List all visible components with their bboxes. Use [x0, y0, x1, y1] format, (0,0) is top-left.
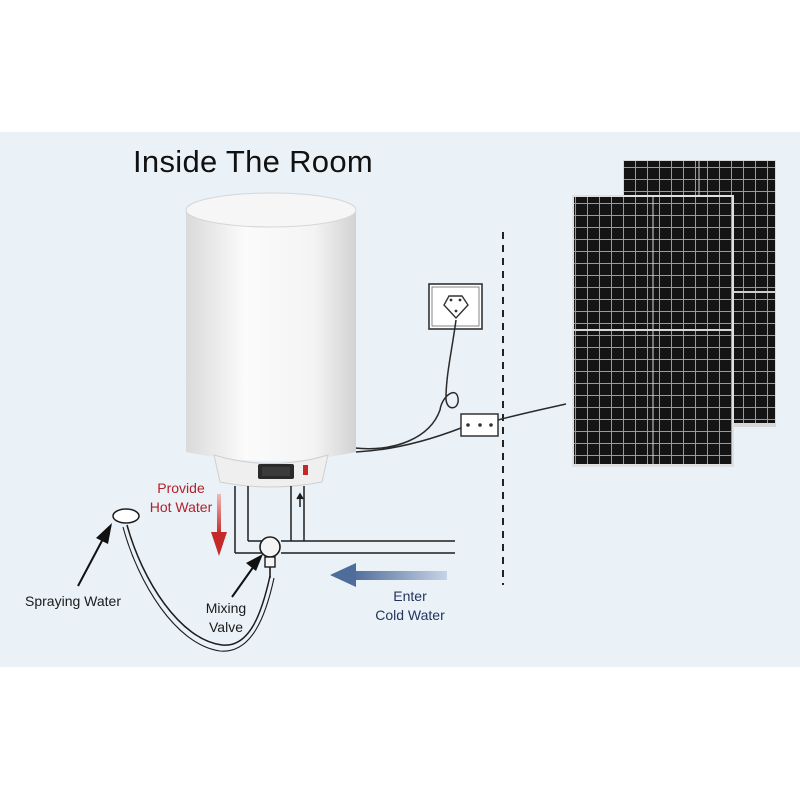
enter-cold-water-label: Enter Cold Water: [375, 588, 445, 623]
pipes: [234, 486, 455, 554]
shower-hose: [126, 524, 271, 646]
spraying-water-pointer-arrow: [77, 523, 112, 587]
solar-panels: [572, 160, 776, 467]
indicator-light: [303, 465, 308, 475]
mixing-valve-pointer-arrow: [231, 554, 263, 598]
cold-water-arrow: [330, 563, 447, 587]
water-heater-tank: [185, 192, 357, 488]
solar-panel-front: [572, 195, 734, 467]
provide-hot-water-label: Provide Hot Water: [149, 480, 213, 515]
shower-head: [112, 508, 140, 524]
hot-water-arrow: [211, 494, 227, 556]
power-cables: [354, 319, 567, 453]
spraying-water-label: Spraying Water: [25, 593, 121, 609]
controller-box: [460, 413, 499, 437]
diagram-title: Inside The Room: [133, 144, 373, 179]
mixing-valve-label: Mixing Valve: [205, 600, 247, 635]
